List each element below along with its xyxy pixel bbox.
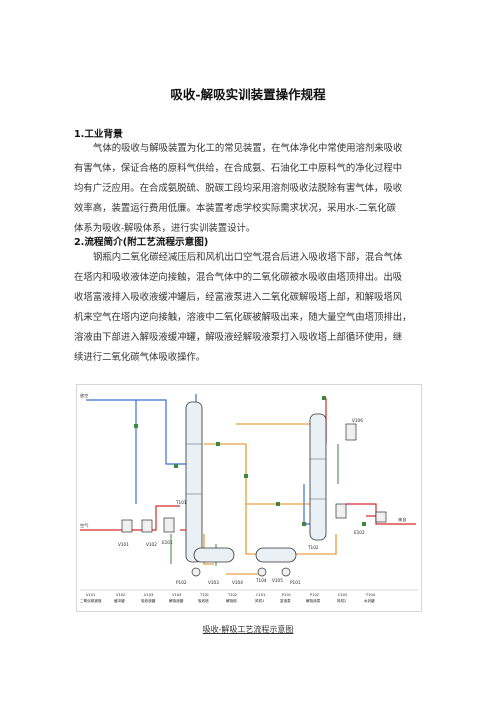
legend-desc: 解吸液罐 [169, 598, 184, 603]
text-line: 钢瓶内二氧化碳经减压后和风机出口空气混合后进入吸收塔下部，混合气体 [93, 252, 403, 263]
text-line: 溶液由下部进入解吸液缓冲罐，解吸液经解吸液泵打入吸收塔上部循环使用，继 [74, 332, 403, 343]
legend-desc: 风机2 [337, 598, 346, 603]
label-v103: V103 [208, 580, 219, 585]
legend-tag: V103 [144, 593, 153, 597]
legend-desc: 富液泵 [280, 598, 291, 603]
text-line: 效率高，装置运行费用低廉。本装置考虑学校实际需求状况，采用水-二氧化碳 [74, 203, 396, 214]
label-v102: V102 [146, 542, 157, 547]
legend-desc: 缓冲罐 [114, 598, 125, 603]
legend-desc: 二氧化碳钢瓶 [80, 598, 102, 603]
label-v105: V105 [272, 578, 283, 583]
legend-tag: P102 [310, 593, 319, 597]
label-t101: T101 [175, 500, 187, 505]
legend-desc: 风机1 [255, 598, 264, 603]
legend-tag: T104 [365, 593, 376, 597]
legend-desc: 解吸液泵 [306, 598, 321, 603]
legend-tag: P101 [282, 593, 291, 597]
legend-desc: 水封罐 [364, 598, 375, 603]
label-e102: E102 [354, 530, 365, 535]
text-line: 收塔富液排入吸收液缓冲罐后，经富液泵进入二氧化碳解吸塔上部，和解吸塔风 [74, 292, 403, 303]
text-line: 均有广泛应用。在合成氨脱硫、脱碳工段均采用溶剂吸收法脱除有害气体，吸收 [74, 183, 403, 194]
label-t102: T102 [307, 545, 319, 550]
label-t104: T104 [255, 578, 267, 583]
valves [134, 396, 366, 526]
legend-desc: 解吸塔 [226, 598, 237, 603]
section-heading-process: 2.流程简介(附工艺流程示意图) [74, 237, 209, 248]
text-line: 在塔内和吸收液体逆向接触，混合气体中的二氧化碳被水吸收由塔顶排出。出吸 [74, 272, 403, 283]
section-paragraph-process: 钢瓶内二氧化碳经减压后和风机出口空气混合后进入吸收塔下部，混合气体 在塔内和吸收… [74, 248, 426, 368]
page-title: 吸收-解吸实训装置操作规程 [170, 87, 326, 102]
text-line: 体系为吸收-解吸体系，进行实训装置设计。 [74, 223, 256, 234]
legend-tag: C102 [338, 593, 347, 597]
label-e101: E101 [162, 540, 173, 545]
legend-tag: T102 [227, 593, 237, 597]
label-air-in: 空气 [80, 522, 89, 528]
absorber-column [185, 401, 203, 563]
text-line: 有害气体，保证合格的原料气供给，在合成氨、石油化工中原料气的净化过程中 [74, 163, 403, 174]
label-p101: P101 [290, 580, 301, 585]
air-lines [80, 398, 416, 531]
section-heading-background: 1.工业背景 [74, 129, 123, 140]
legend-desc: 吸收液罐 [141, 598, 156, 603]
desorber-column [309, 413, 327, 541]
legend-desc: 吸收塔 [198, 598, 209, 603]
label-vent: 放空 [80, 392, 88, 399]
storage-tanks [193, 547, 297, 563]
label-v101: V101 [118, 542, 129, 547]
process-flow-diagram: T101 T102 V103 V104 T104 V105 P101 V102 … [76, 384, 422, 612]
diagram-frame [76, 384, 422, 612]
figure-caption: 吸收-解吸工艺流程示意图 [202, 625, 294, 634]
label-from: 来自 [398, 516, 406, 523]
legend-tag: V104 [172, 593, 182, 597]
label-p102: P102 [176, 580, 187, 585]
label-v106: V106 [352, 418, 363, 423]
text-line: 续进行二氧化碳气体吸收操作。 [74, 352, 206, 363]
text-line: 机来空气在塔内逆向接触，溶液中二氧化碳被解吸出来，随大量空气由塔顶排出， [74, 312, 412, 323]
legend-tag: V101 [86, 593, 95, 597]
label-v104: V104 [232, 580, 243, 585]
legend-tag: V102 [116, 593, 125, 597]
legend-tag: C101 [256, 593, 265, 597]
text-line: 气体的吸收与解吸装置为化工的常见装置，在气体净化中常使用溶剂来吸收 [93, 143, 403, 154]
section-paragraph-background: 气体的吸收与解吸装置为化工的常见装置，在气体净化中常使用溶剂来吸收 有害气体，保… [74, 139, 426, 239]
equipment-legend: V101 二氧化碳钢瓶 V102 缓冲罐 V103 吸收液罐 V104 解吸液罐… [80, 589, 418, 603]
small-equipment [121, 423, 387, 577]
legend-tag: T101 [199, 593, 209, 597]
